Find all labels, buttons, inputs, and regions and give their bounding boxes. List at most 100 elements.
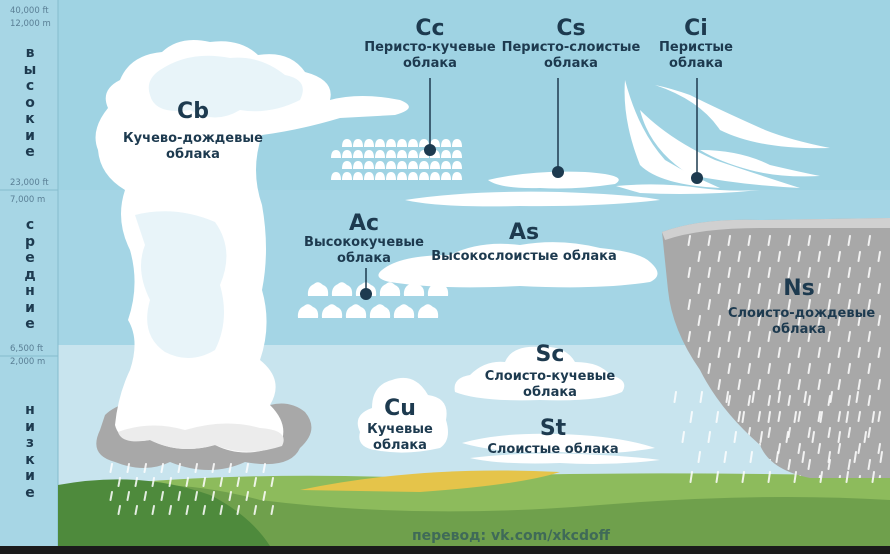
cc-scallop <box>342 161 352 169</box>
cc-scallop <box>353 139 363 147</box>
tick-mid-m: 7,000 m <box>10 195 46 205</box>
st-name-1: Слоистые облака <box>487 442 619 458</box>
stratus-cloud <box>462 433 660 464</box>
rain-streak <box>211 491 215 501</box>
rain-streak <box>847 267 851 278</box>
tick-low-ft: 6,500 ft <box>10 344 44 354</box>
rain-streak <box>687 267 691 278</box>
rain-streak <box>811 431 815 443</box>
rain-streak <box>689 471 693 483</box>
rain-streak <box>837 283 841 294</box>
rain-streak <box>767 411 771 423</box>
rain-streak <box>793 471 797 483</box>
cu-code: Cu <box>384 396 416 421</box>
rain-streak <box>236 505 240 515</box>
ac-puff <box>393 304 415 318</box>
rain-streak <box>863 431 867 443</box>
cc-scallop <box>408 139 418 147</box>
rain-streak <box>827 395 831 406</box>
label-cc: Cc Перисто-кучевые облака <box>350 17 510 71</box>
rain-streak <box>143 463 147 473</box>
rain-streak <box>747 395 751 406</box>
rain-streak <box>126 463 130 473</box>
rain-streak <box>837 443 841 454</box>
rain-streak <box>817 379 821 390</box>
cc-scallop <box>452 150 462 158</box>
rain-streak <box>857 411 861 422</box>
rain-streak <box>797 379 801 390</box>
as-name-1: Высокослоистые облака <box>431 249 617 265</box>
rain-streak <box>857 283 861 294</box>
rain-streak <box>879 451 883 463</box>
rain-streak <box>807 267 811 278</box>
rain-streak <box>673 391 677 403</box>
rain-streak <box>134 505 138 515</box>
rain-streak <box>797 315 801 326</box>
axis-label-low: низкие <box>25 402 35 501</box>
rain-streak <box>117 477 121 487</box>
cc-scallop <box>353 172 363 180</box>
rain-streak <box>253 505 257 515</box>
cc-scallop <box>386 172 396 180</box>
rain-streak <box>797 443 801 454</box>
rain-streak <box>757 379 761 390</box>
rain-streak <box>847 331 851 342</box>
rain-streak <box>687 299 691 310</box>
cc-scallop <box>353 161 363 169</box>
cc-scallop <box>397 172 407 180</box>
cc-scallop <box>364 172 374 180</box>
rain-streak <box>817 283 821 294</box>
cc-scallop <box>342 139 352 147</box>
rain-streak <box>723 451 727 463</box>
ac-name-1: Высококучевые <box>304 235 424 251</box>
rain-streak <box>877 347 881 358</box>
rain-streak <box>737 315 741 326</box>
rain-streak <box>245 491 249 501</box>
rain-streak <box>847 299 851 310</box>
rain-streak <box>270 477 274 487</box>
rain-streak <box>715 411 719 423</box>
label-sc: Sc Слоисто-кучевые облака <box>476 343 624 400</box>
rain-streak <box>807 363 811 374</box>
rain-streak <box>228 491 232 501</box>
rain-streak <box>747 267 751 278</box>
rain-streak <box>877 251 881 262</box>
rain-streak <box>847 235 851 246</box>
rain-streak <box>845 471 849 483</box>
rain-streak <box>871 411 875 423</box>
rain-streak <box>717 283 721 294</box>
rain-streak <box>787 427 791 438</box>
rain-streak <box>160 491 164 501</box>
cc-scallop <box>364 161 374 169</box>
label-cu: Cu Кучевые облака <box>358 397 442 453</box>
cc-scallop <box>364 139 374 147</box>
rain-streak <box>717 347 721 358</box>
rain-streak <box>741 411 745 423</box>
rain-streak <box>767 363 771 374</box>
rain-streak <box>777 347 781 358</box>
cumulonimbus-cloud <box>95 39 409 515</box>
rain-streak <box>857 379 861 390</box>
rain-streak <box>817 315 821 326</box>
rain-streak <box>707 299 711 310</box>
rain-streak <box>219 505 223 515</box>
cc-scallop <box>408 161 418 169</box>
cb-name-1: Кучево-дождевые <box>123 131 263 147</box>
tick-high-m: 12,000 m <box>10 19 51 29</box>
rain-streak <box>767 299 771 310</box>
sc-name-2: облака <box>523 384 577 400</box>
rain-streak <box>143 491 147 501</box>
rain-streak <box>777 283 781 294</box>
rain-streak <box>819 471 823 483</box>
rain-streak <box>775 451 779 463</box>
rain-streak <box>767 267 771 278</box>
rain-streak <box>717 379 721 390</box>
rain-streak <box>877 283 881 294</box>
translation-credit: перевод: vk.com/xkcdoff <box>412 528 610 544</box>
rain-streak <box>751 391 755 403</box>
rain-streak <box>877 443 881 454</box>
tick-mid-ft: 23,000 ft <box>10 178 49 188</box>
rain-streak <box>817 443 821 454</box>
rain-streak <box>797 411 801 422</box>
rain-streak <box>827 459 831 470</box>
